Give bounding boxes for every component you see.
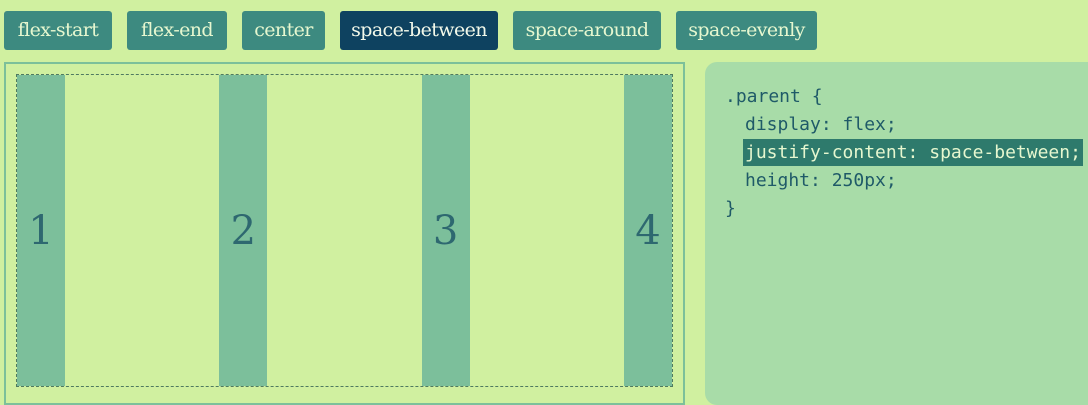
flex-child-2: 2 — [219, 75, 268, 386]
space-between-button[interactable]: space-between — [340, 11, 498, 50]
flex-child-1: 1 — [17, 75, 65, 386]
space-evenly-button[interactable]: space-evenly — [676, 11, 817, 50]
code-height-line: height: 250px; — [745, 170, 897, 191]
code-closing-brace: } — [725, 198, 736, 219]
highlighted-justify-content: justify-content: space-between; — [743, 139, 1083, 166]
flex-child-4: 4 — [623, 75, 672, 386]
space-around-button[interactable]: space-around — [513, 11, 661, 50]
code-selector: .parent { — [725, 86, 823, 107]
center-button[interactable]: center — [242, 11, 325, 50]
code-justify-line: justify-content: space-between; — [725, 139, 1088, 167]
flex-end-button[interactable]: flex-end — [127, 11, 227, 50]
css-code-panel: .parent { display: flex; justify-content… — [705, 62, 1088, 405]
flex-parent: 1 2 3 4 — [16, 74, 673, 387]
code-display-line: display: flex; — [745, 114, 897, 135]
demo-container: 1 2 3 4 — [4, 62, 685, 405]
flex-start-button[interactable]: flex-start — [4, 11, 112, 50]
flex-child-3: 3 — [421, 75, 470, 386]
